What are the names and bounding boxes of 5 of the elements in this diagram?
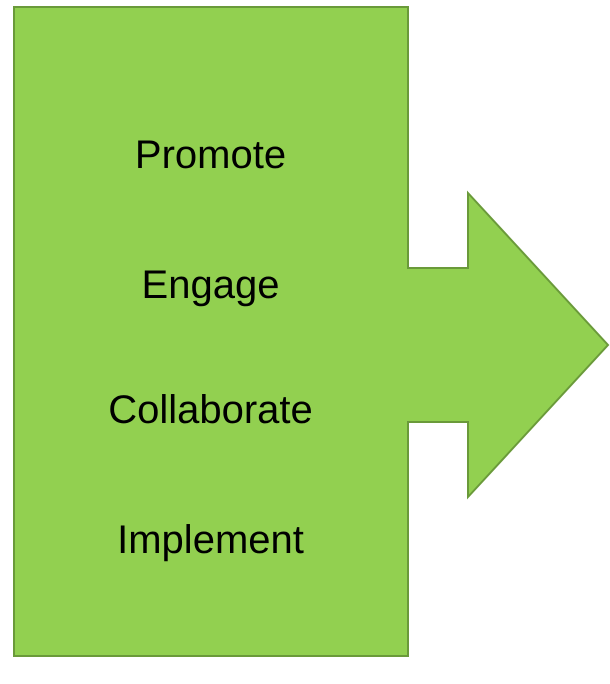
- step-label: Implement: [117, 517, 304, 564]
- step-label: Promote: [134, 132, 286, 179]
- arrow-box: [13, 6, 610, 658]
- step-label: Collaborate: [108, 387, 313, 434]
- step-label: Engage: [142, 262, 280, 309]
